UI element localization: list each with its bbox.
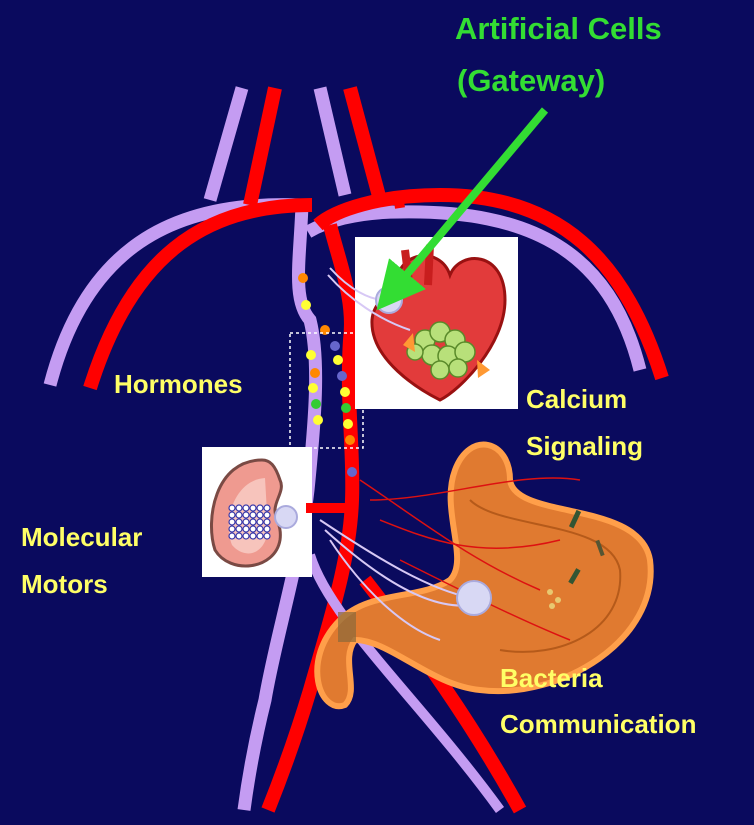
label-motors-line2: Motors — [21, 568, 108, 600]
kidney-icon — [202, 447, 346, 577]
label-motors-line1: Molecular — [21, 521, 142, 553]
vein-neck-left — [210, 88, 242, 200]
title-line-2: (Gateway) — [457, 62, 605, 100]
vein-arm-left — [50, 205, 300, 385]
label-hormones: Hormones — [114, 368, 243, 400]
artery-neck-left — [250, 88, 275, 205]
label-calcium-line1: Calcium — [526, 383, 627, 415]
heart-icon — [328, 237, 518, 409]
title-line-1: Artificial Cells — [455, 10, 662, 48]
artificial-cell-icon — [457, 581, 491, 615]
label-bacteria-line2: Communication — [500, 708, 696, 740]
vein-neck-right — [320, 88, 345, 195]
artery-neck-right — [350, 88, 380, 200]
artificial-cell-icon — [275, 506, 297, 528]
label-calcium-line2: Signaling — [526, 430, 643, 462]
label-bacteria-line1: Bacteria — [500, 662, 603, 694]
artery-arm-left — [90, 205, 312, 388]
